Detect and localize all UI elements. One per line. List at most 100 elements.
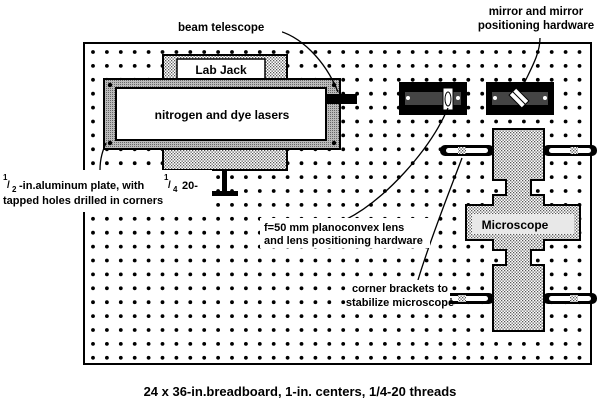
breadboard-hole — [91, 161, 95, 166]
breadboard-hole — [341, 105, 346, 110]
breadboard-hole — [91, 64, 95, 68]
plate-hole — [107, 140, 113, 146]
breadboard-hole — [577, 258, 582, 263]
breadboard-hole — [327, 286, 332, 291]
breadboard-hole — [549, 286, 554, 291]
breadboard-hole — [383, 91, 387, 96]
breadboard-hole — [494, 342, 498, 346]
breadboard-hole — [160, 286, 165, 291]
breadboard-hole — [313, 328, 318, 332]
breadboard-hole — [480, 258, 485, 263]
microscope-label-bg — [472, 214, 574, 234]
breadboard-hole — [424, 77, 429, 82]
breadboard-hole — [271, 314, 276, 318]
plate-frac2-num: 1 — [164, 173, 169, 182]
breadboard-hole — [438, 230, 443, 235]
breadboard-hole — [160, 314, 165, 318]
breadboard-hole — [452, 314, 457, 318]
breadboard-hole — [174, 286, 179, 291]
breadboard-hole — [202, 286, 207, 291]
breadboard-hole — [563, 175, 568, 180]
breadboard-hole — [271, 189, 276, 193]
breadboard-hole — [424, 328, 429, 332]
breadboard-hole — [341, 119, 346, 124]
breadboard-hole — [216, 355, 221, 360]
plate-frac1-den: 2 — [12, 185, 17, 194]
breadboard-hole — [160, 216, 165, 221]
breadboard-hole — [132, 161, 137, 166]
breadboard-hole — [230, 175, 234, 180]
breadboard-hole — [257, 189, 262, 193]
breadboard-hole — [438, 342, 443, 346]
breadboard-hole — [271, 355, 276, 360]
breadboard-hole — [466, 175, 471, 180]
breadboard-hole — [146, 216, 151, 221]
breadboard-hole — [132, 216, 137, 221]
breadboard-hole — [105, 216, 109, 221]
breadboard-hole — [146, 244, 151, 249]
breadboard-hole — [549, 355, 554, 360]
breadboard-hole — [466, 133, 471, 138]
breadboard-hole — [188, 314, 193, 318]
breadboard-hole — [132, 50, 137, 54]
breadboard-hole — [160, 272, 165, 277]
breadboard-hole — [118, 355, 123, 360]
breadboard-hole — [369, 355, 373, 360]
leader-lens — [344, 107, 449, 221]
breadboard-hole — [341, 355, 346, 360]
breadboard-hole — [132, 230, 137, 235]
breadboard-hole — [563, 272, 568, 277]
breadboard-hole — [188, 328, 193, 332]
plate-frac2-slash: / — [168, 180, 171, 191]
breadboard-hole — [563, 258, 568, 263]
breadboard-hole — [244, 189, 248, 193]
breadboard-hole — [383, 147, 387, 152]
breadboard-hole — [383, 314, 387, 318]
breadboard-hole — [341, 272, 346, 277]
breadboard-hole — [410, 77, 415, 82]
breadboard-hole — [132, 244, 137, 249]
breadboard-hole — [118, 300, 123, 305]
breadboard-hole — [577, 189, 582, 193]
breadboard-hole — [535, 77, 540, 82]
breadboard-hole — [327, 300, 332, 305]
breadboard-hole — [174, 314, 179, 318]
leader-beam-telescope — [274, 29, 339, 93]
breadboard-hole — [313, 161, 318, 166]
breadboard-hole — [369, 77, 373, 82]
breadboard-hole — [577, 286, 582, 291]
breadboard-hole — [383, 342, 387, 346]
lens-hole — [406, 96, 410, 100]
breadboard-hole — [438, 244, 443, 249]
breadboard-hole — [285, 342, 290, 346]
breadboard-hole — [341, 147, 346, 152]
breadboard-hole — [480, 77, 485, 82]
breadboard-hole — [341, 300, 346, 305]
breadboard-hole — [452, 272, 457, 277]
breadboard-hole — [341, 342, 346, 346]
mirror-element — [508, 87, 530, 109]
breadboard-hole — [396, 133, 401, 138]
breadboard-hole — [396, 147, 401, 152]
breadboard-hole — [396, 119, 401, 124]
breadboard-hole — [480, 105, 485, 110]
breadboard-hole — [383, 105, 387, 110]
breadboard-hole — [230, 216, 234, 221]
breadboard-hole — [271, 258, 276, 263]
breadboard-hole — [466, 91, 471, 96]
breadboard-hole — [549, 328, 554, 332]
breadboard-hole — [549, 244, 554, 249]
breadboard-hole — [452, 216, 457, 221]
breadboard-hole — [480, 91, 485, 96]
breadboard-hole — [535, 355, 540, 360]
breadboard-hole — [91, 300, 95, 305]
breadboard-hole — [327, 161, 332, 166]
breadboard-hole — [313, 314, 318, 318]
breadboard-hole — [424, 203, 429, 207]
breadboard-hole — [244, 258, 248, 263]
breadboard-hole — [146, 342, 151, 346]
breadboard-hole — [535, 189, 540, 193]
breadboard-hole — [355, 77, 359, 82]
breadboard-hole — [480, 64, 485, 68]
breadboard-hole — [160, 230, 165, 235]
